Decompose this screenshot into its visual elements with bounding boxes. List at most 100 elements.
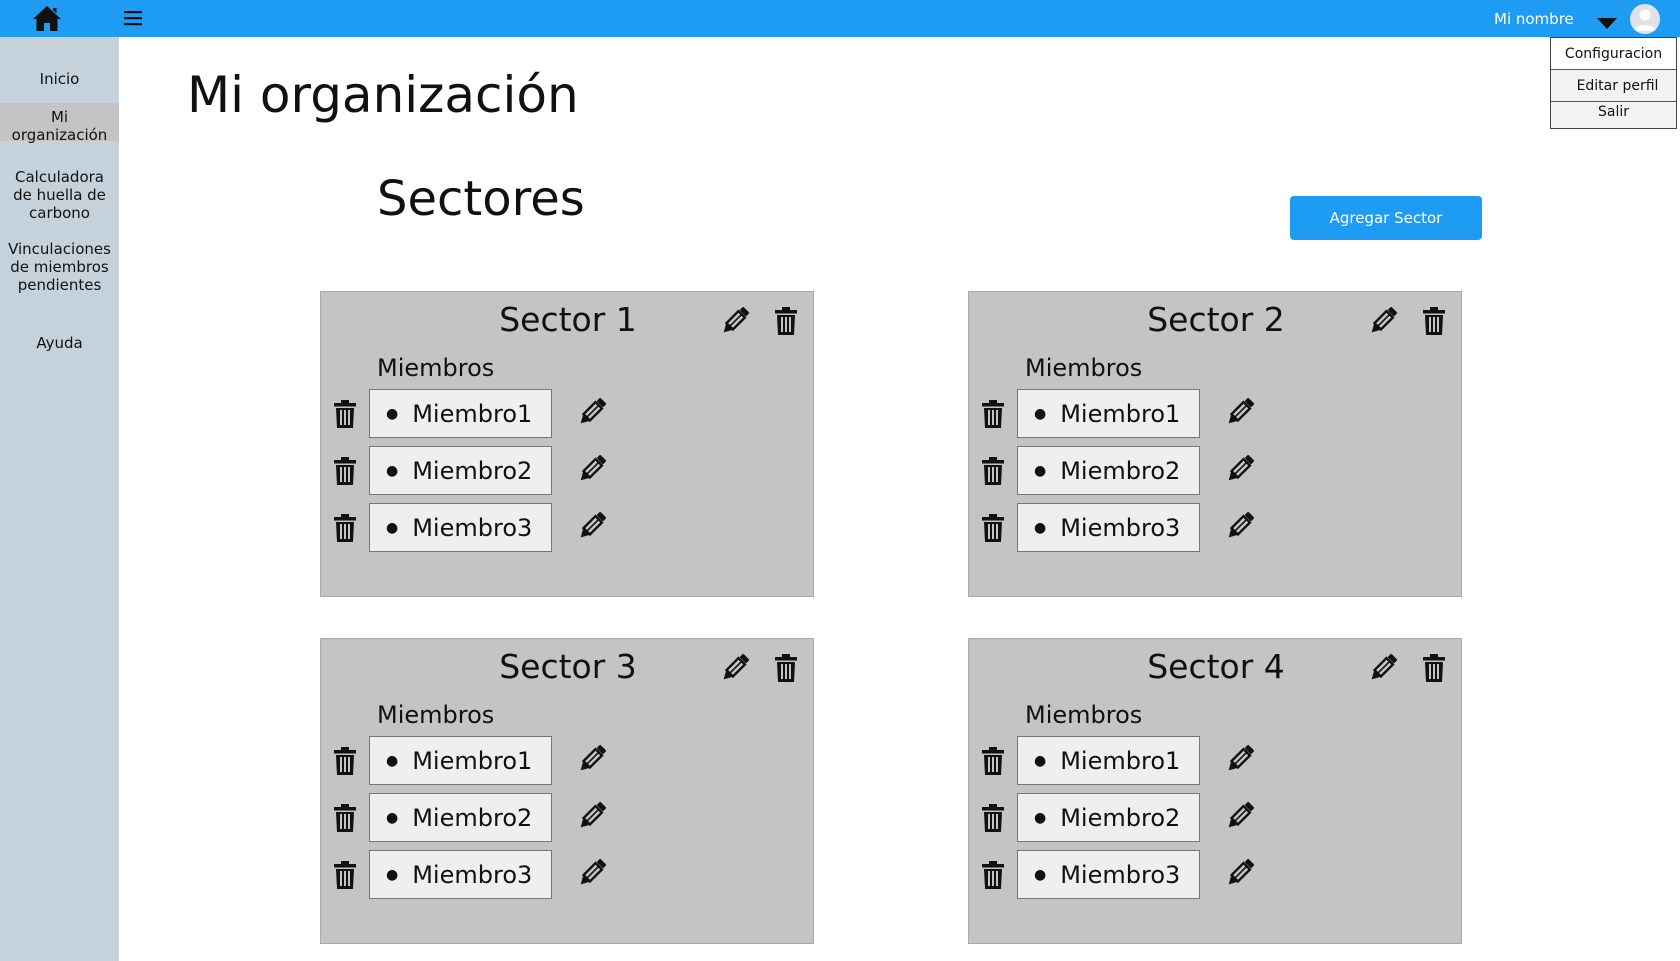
menu-item-salir[interactable]: Salir [1597,104,1629,120]
member-row: ●Miembro2 [321,793,815,843]
edit-sector-pencil-icon[interactable] [718,304,752,338]
delete-member-trash-icon[interactable] [981,860,1005,890]
delete-member-trash-icon[interactable] [333,746,357,776]
add-sector-button[interactable]: Agregar Sector [1290,196,1482,240]
edit-sector-pencil-icon[interactable] [718,651,752,685]
delete-member-trash-icon[interactable] [981,803,1005,833]
sector-title: Sector 4 [1147,647,1285,686]
delete-member-trash-icon[interactable] [981,456,1005,486]
top-bar: Mi nombre [0,0,1680,37]
member-row: ●Miembro1 [321,389,815,439]
sidebar-item-vinculaciones[interactable]: Vinculaciones de miembros pendientes [8,240,111,294]
menu-item-editar-perfil[interactable]: Editar perfil [1551,70,1676,102]
menu-item-configuracion[interactable]: Configuracion [1551,38,1676,70]
delete-member-trash-icon[interactable] [333,456,357,486]
sector-title: Sector 2 [1147,300,1285,339]
bullet: ● [386,519,399,536]
sidebar-item-mi-organizacion[interactable]: Mi organización [0,103,119,144]
edit-member-pencil-icon[interactable] [575,742,609,776]
edit-member-pencil-icon[interactable] [1223,799,1257,833]
edit-member-pencil-icon[interactable] [1223,395,1257,429]
delete-member-trash-icon[interactable] [333,513,357,543]
sidebar-item-inicio[interactable]: Inicio [39,70,80,88]
member-item[interactable]: ●Miembro2 [1017,793,1200,842]
member-row: ● Miembro1 [321,736,815,786]
delete-sector-trash-icon[interactable] [1422,653,1446,683]
delete-sector-trash-icon[interactable] [774,306,798,336]
member-name: Miembro2 [412,456,533,485]
user-menu-dropdown: Configuracion Editar perfil Salir [1550,37,1677,129]
delete-member-trash-icon[interactable] [981,399,1005,429]
member-row: ● Miembro3 [321,503,815,553]
section-title: Sectores [377,171,585,227]
bullet: ● [1034,866,1047,883]
delete-member-trash-icon[interactable] [981,746,1005,776]
member-row: ● Miembro1 [969,389,1463,439]
member-name: Miembro2 [412,803,533,832]
member-name: Miembro1 [412,399,533,428]
edit-member-pencil-icon[interactable] [575,799,609,833]
edit-member-pencil-icon[interactable] [1223,742,1257,776]
sector-title: Sector 3 [499,647,637,686]
delete-member-trash-icon[interactable] [333,860,357,890]
member-name: Miembro3 [1060,860,1181,889]
delete-member-trash-icon[interactable] [333,803,357,833]
bullet: ● [1034,809,1047,826]
member-item[interactable]: ●Miembro1 [369,389,552,438]
edit-member-pencil-icon[interactable] [1223,856,1257,890]
member-item[interactable]: ●Miembro3 [369,850,552,899]
bullet: ● [386,752,399,769]
bullet: ● [1034,752,1047,769]
member-name: Miembro1 [1060,746,1181,775]
user-avatar-icon[interactable] [1630,4,1660,34]
member-item[interactable]: ● Miembro1 [369,736,552,785]
edit-member-pencil-icon[interactable] [575,395,609,429]
user-name[interactable]: Mi nombre [1494,10,1574,28]
members-label: Miembros [1025,354,1143,382]
member-name: Miembro2 [1060,456,1181,485]
edit-member-pencil-icon[interactable] [1223,509,1257,543]
members-label: Miembros [1025,701,1143,729]
member-item[interactable]: ●Miembro2 [369,793,552,842]
member-item[interactable]: ● Miembro2 [369,446,552,495]
sidebar: Inicio Mi organización Calculadora de hu… [0,37,119,961]
edit-sector-pencil-icon[interactable] [1366,651,1400,685]
sidebar-item-ayuda[interactable]: Ayuda [36,334,83,352]
delete-sector-trash-icon[interactable] [1422,306,1446,336]
bullet: ● [386,462,399,479]
member-item[interactable]: ● Miembro1 [1017,389,1200,438]
bullet: ● [1034,405,1047,422]
member-row: ●Miembro3 [321,850,815,900]
member-item[interactable]: ● Miembro3 [1017,850,1200,899]
home-icon[interactable] [32,5,62,32]
delete-member-trash-icon[interactable] [333,399,357,429]
member-row: ● Miembro3 [969,850,1463,900]
member-item[interactable]: ● Miembro1 [1017,736,1200,785]
edit-member-pencil-icon[interactable] [575,509,609,543]
edit-member-pencil-icon[interactable] [575,856,609,890]
delete-sector-trash-icon[interactable] [774,653,798,683]
member-name: Miembro1 [1060,399,1181,428]
member-name: Miembro3 [412,860,533,889]
hamburger-menu-icon[interactable] [124,9,144,27]
edit-member-pencil-icon[interactable] [575,452,609,486]
member-item[interactable]: ● Miembro3 [369,503,552,552]
caret-down-icon[interactable] [1596,14,1618,30]
bullet: ● [1034,519,1047,536]
member-item[interactable]: ●Miembro3 [1017,503,1200,552]
sidebar-item-calculadora[interactable]: Calculadora de huella de carbono [13,168,106,222]
member-item[interactable]: ● Miembro2 [1017,446,1200,495]
delete-member-trash-icon[interactable] [981,513,1005,543]
bullet: ● [1034,462,1047,479]
member-name: Miembro3 [412,513,533,542]
edit-sector-pencil-icon[interactable] [1366,304,1400,338]
members-label: Miembros [377,701,495,729]
member-row: ●Miembro2 [969,793,1463,843]
member-row: ●Miembro3 [969,503,1463,553]
edit-member-pencil-icon[interactable] [1223,452,1257,486]
page-title: Mi organización [187,66,579,124]
member-name: Miembro1 [412,746,533,775]
